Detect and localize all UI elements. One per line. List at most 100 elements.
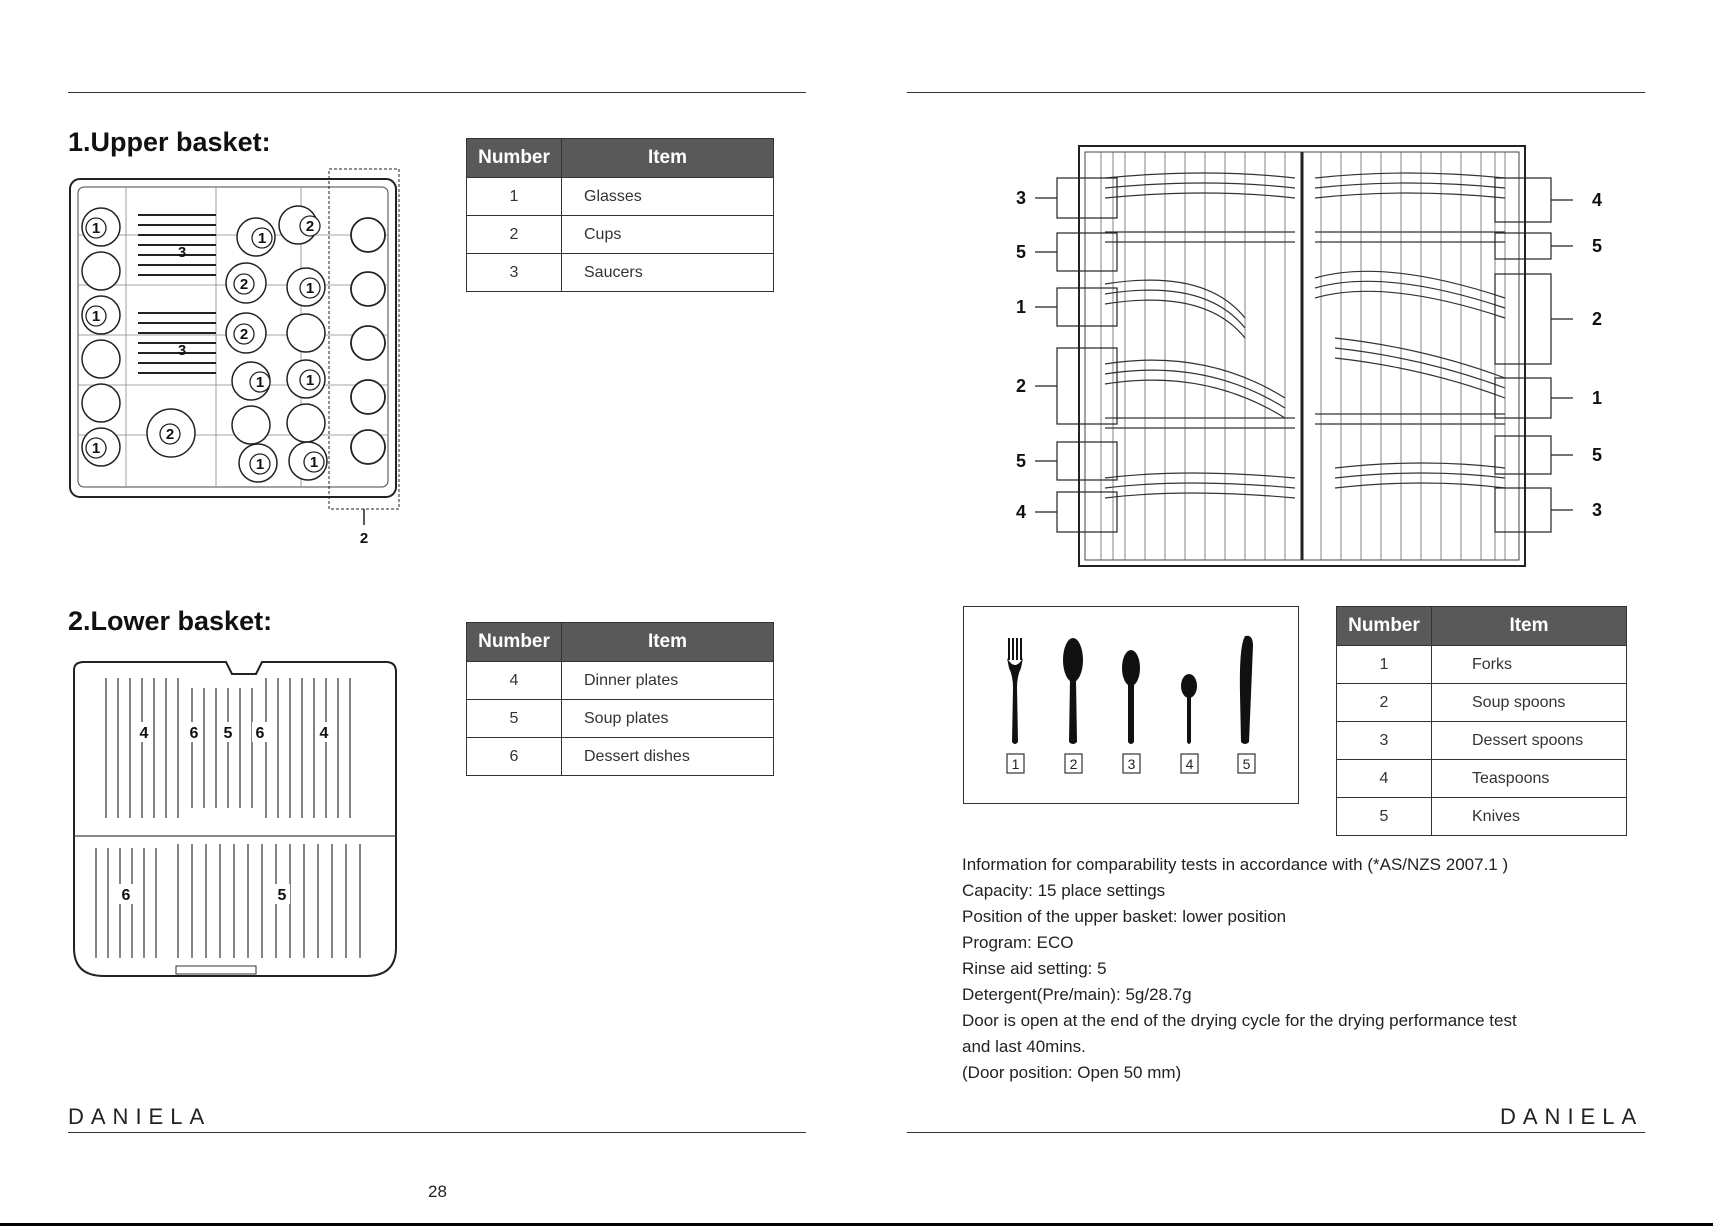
knife-icon (1239, 635, 1253, 744)
cell-item: Forks (1431, 645, 1627, 684)
upper-callout-1: 1 (256, 374, 264, 391)
cutlery-legend-box: 1 2 3 4 5 (963, 606, 1299, 804)
col-item: Item (561, 622, 774, 662)
cell-item: Cups (561, 215, 774, 254)
left-top-rule (68, 92, 806, 93)
lower-callout-6: 6 (256, 725, 265, 742)
cell-number: 3 (1336, 721, 1432, 760)
brand-logo-left: DANIELA (68, 1104, 212, 1129)
col-number: Number (466, 622, 562, 662)
cell-item: Dessert spoons (1431, 721, 1627, 760)
cell-item: Dinner plates (561, 661, 774, 700)
legend-number: 2 (1070, 756, 1078, 772)
cell-item: Teaspoons (1431, 759, 1627, 798)
lower-basket-title: 2.Lower basket: (68, 606, 273, 636)
cell-number: 4 (466, 661, 562, 700)
cell-item: Dessert dishes (561, 737, 774, 776)
fork-icon (1007, 638, 1023, 744)
cell-number: 2 (1336, 683, 1432, 722)
upper-callout-2: 2 (240, 276, 248, 293)
upper-callout-1: 1 (92, 220, 100, 237)
legend-number: 4 (1186, 756, 1194, 772)
lower-callout-6: 6 (190, 725, 199, 742)
cutlery-right-callout: 5 (1592, 445, 1602, 465)
cell-item: Soup spoons (1431, 683, 1627, 722)
info-line: Detergent(Pre/main): 5g/28.7g (962, 985, 1192, 1004)
table-header-row: Number Item (1336, 606, 1627, 646)
right-top-rule (907, 92, 1645, 93)
cutlery-left-callout: 5 (1016, 451, 1026, 471)
cutlery-basket-figure: 3 5 1 2 5 4 4 5 2 1 5 3 (1005, 138, 1625, 572)
legend-number: 5 (1243, 756, 1251, 772)
cell-number: 5 (1336, 797, 1432, 836)
info-line: (Door position: Open 50 mm) (962, 1063, 1182, 1082)
lower-callout-4: 4 (140, 725, 149, 742)
cutlery-left-callout: 3 (1016, 188, 1026, 208)
info-line: Capacity: 15 place settings (962, 881, 1166, 900)
cell-number: 1 (466, 177, 562, 216)
info-line: and last 40mins. (962, 1037, 1086, 1056)
teaspoon-icon (1181, 674, 1197, 744)
upper-callout-2: 2 (166, 426, 174, 443)
upper-callout-1: 1 (92, 440, 100, 457)
upper-basket-title: 1.Upper basket: (68, 127, 271, 157)
brand-logo-right: DANIELA (1500, 1104, 1644, 1129)
soup-spoon-icon (1063, 638, 1083, 744)
upper-callout-2: 2 (360, 530, 368, 545)
cell-number: 2 (466, 215, 562, 254)
page-bottom-bar (0, 1223, 1713, 1226)
cell-number: 4 (1336, 759, 1432, 798)
info-line: Program: ECO (962, 933, 1074, 952)
page-number: 28 (428, 1182, 447, 1201)
col-number: Number (466, 138, 562, 178)
cell-number: 1 (1336, 645, 1432, 684)
upper-callout-3: 3 (178, 342, 186, 359)
info-line: Rinse aid setting: 5 (962, 959, 1107, 978)
cutlery-left-callout: 2 (1016, 376, 1026, 396)
upper-callout-1: 1 (306, 280, 314, 297)
legend-number: 3 (1128, 756, 1136, 772)
upper-basket-figure: 1 1 1 1 1 1 1 1 1 2 2 2 2 2 3 3 (66, 165, 406, 545)
cell-number: 6 (466, 737, 562, 776)
col-item: Item (1431, 606, 1627, 646)
col-item: Item (561, 138, 774, 178)
upper-callout-1: 1 (256, 456, 264, 473)
cutlery-right-callout: 1 (1592, 388, 1602, 408)
lower-basket-figure: 4 6 5 6 4 6 5 (66, 658, 406, 983)
right-bottom-rule (907, 1132, 1645, 1133)
info-line: Position of the upper basket: lower posi… (962, 907, 1287, 926)
upper-callout-1: 1 (306, 372, 314, 389)
cutlery-left-callout: 5 (1016, 242, 1026, 262)
dessert-spoon-icon (1122, 650, 1140, 744)
cell-item: Soup plates (561, 699, 774, 738)
cutlery-left-callout: 4 (1016, 502, 1026, 522)
lower-callout-5: 5 (278, 887, 287, 904)
cutlery-right-callout: 3 (1592, 500, 1602, 520)
left-bottom-rule (68, 1132, 806, 1133)
cutlery-right-callout: 5 (1592, 236, 1602, 256)
upper-callout-1: 1 (310, 454, 318, 471)
upper-callout-2: 2 (306, 218, 314, 235)
info-line: Information for comparability tests in a… (962, 855, 1509, 874)
comparability-info: Information for comparability tests in a… (962, 852, 1602, 1086)
cutlery-left-callout: 1 (1016, 297, 1026, 317)
cell-number: 5 (466, 699, 562, 738)
cell-item: Knives (1431, 797, 1627, 836)
lower-callout-5: 5 (224, 725, 233, 742)
upper-callout-1: 1 (92, 308, 100, 325)
cell-item: Saucers (561, 253, 774, 292)
lower-callout-6: 6 (122, 887, 131, 904)
legend-number: 1 (1012, 756, 1020, 772)
upper-callout-3: 3 (178, 244, 186, 261)
